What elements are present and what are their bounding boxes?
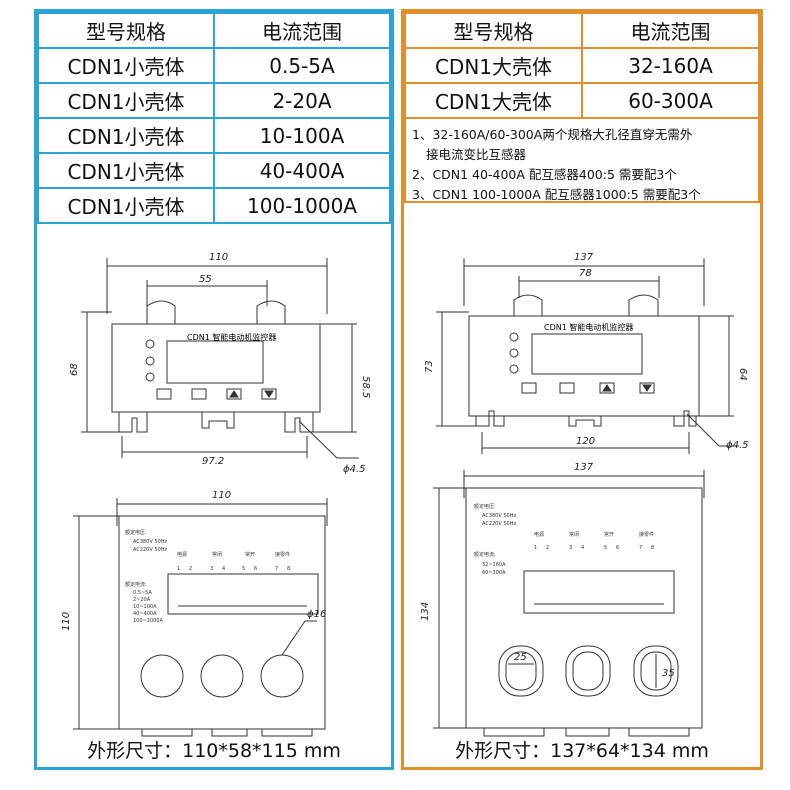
header-range: 电流范围 (581, 12, 760, 49)
row-range: 40-400A (213, 152, 391, 189)
device-title: CDN1 智能电动机监控器 (544, 322, 633, 332)
terminal-group: 常开 (604, 531, 614, 538)
terminal-number: 6 (254, 566, 257, 572)
header-model: 型号规格 (37, 12, 215, 49)
current-label: 额定电流: (125, 581, 147, 588)
terminal-number: 3 (569, 545, 572, 551)
dim-hole: ϕ4.5 (726, 440, 749, 451)
voltage-option: AC380V 50Hz (133, 539, 167, 545)
current-option: 32~160A (482, 562, 506, 568)
terminal-number: 8 (287, 566, 290, 572)
dimensions-footer: 外形尺寸：137*64*134 mm (455, 740, 709, 762)
note-line: 接电流变比互感器 (426, 147, 527, 162)
back-dim-hole-h: 35 (662, 668, 675, 679)
row-range: 2-20A (213, 82, 391, 119)
row-range: 60-300A (581, 82, 760, 119)
terminal-number: 3 (210, 566, 213, 572)
terminal-number: 7 (275, 566, 278, 572)
terminal-group: 电源 (177, 551, 187, 558)
row-model: CDN1小壳体 (37, 187, 215, 224)
row-model: CDN1大壳体 (404, 47, 583, 84)
terminal-number: 5 (242, 566, 245, 572)
terminal-group: 电源 (534, 531, 544, 538)
voltage-option: AC380V 50Hz (482, 513, 516, 519)
note-line: 2、CDN1 40-400A 配互感器400:5 需要配3个 (412, 167, 677, 182)
row-model: CDN1大壳体 (404, 82, 583, 119)
dim-bottom: 97.2 (202, 456, 224, 467)
terminal-number: 4 (581, 545, 584, 551)
back-dim-hole-w: 25 (514, 652, 527, 663)
terminal-group: 接零件 (275, 551, 290, 558)
row-model: CDN1小壳体 (37, 82, 215, 119)
terminal-number: 1 (534, 545, 537, 551)
terminal-group: 常开 (245, 551, 255, 558)
terminal-group: 常闭 (569, 531, 579, 538)
dim-inner-height: 64 (737, 368, 748, 381)
terminal-number: 7 (639, 545, 642, 551)
current-option: 10~100A (133, 604, 157, 610)
back-dim-hole: ϕ16 (307, 609, 326, 620)
header-model: 型号规格 (404, 12, 583, 49)
back-dim-width: 110 (212, 490, 231, 501)
terminal-number: 2 (546, 545, 549, 551)
voltage-label: 额定电压: (125, 529, 147, 536)
current-label: 额定电流: (474, 551, 496, 558)
terminal-group: 常闭 (212, 551, 222, 558)
note-line: 3、CDN1 100-1000A 配互感器1000:5 需要配3个 (412, 187, 701, 202)
terminal-number: 8 (651, 545, 654, 551)
row-range: 10-100A (213, 117, 391, 154)
row-model: CDN1小壳体 (37, 117, 215, 154)
row-range: 0.5-5A (213, 47, 391, 84)
current-option: 0.5~5A (133, 590, 152, 596)
small-housing-drawing: 110 55 68 58.5 97.2 ϕ4.5 CDN1 智能电动机监控器 1… (61, 252, 371, 737)
dim-height: 68 (69, 363, 80, 376)
dim-mount: 78 (579, 268, 592, 279)
terminal-number: 4 (222, 566, 225, 572)
device-title: CDN1 智能电动机监控器 (187, 332, 276, 342)
terminal-number: 2 (189, 566, 192, 572)
notes-box: 1、32-160A/60-300A两个规格大孔径直穿无需外 接电流变比互感器 2… (404, 119, 760, 203)
terminal-number: 6 (616, 545, 619, 551)
voltage-option: AC220V 50Hz (482, 521, 516, 527)
row-range: 100-1000A (213, 187, 391, 224)
back-dim-width: 137 (574, 462, 594, 473)
dim-hole: ϕ4.5 (343, 464, 366, 475)
dim-width: 137 (574, 252, 594, 263)
back-dim-height: 110 (61, 612, 72, 631)
voltage-label: 额定电压: (474, 503, 496, 510)
row-range: 32-160A (581, 47, 760, 84)
dim-inner-height: 58.5 (360, 376, 371, 398)
terminal-group: 接零件 (639, 531, 654, 538)
current-option: 100~1000A (133, 618, 163, 624)
terminal-number: 5 (604, 545, 607, 551)
dim-height: 73 (424, 360, 435, 373)
note-line: 1、32-160A/60-300A两个规格大孔径直穿无需外 (412, 127, 693, 142)
voltage-option: AC220V 50Hz (133, 547, 167, 553)
large-housing-drawing: 137 78 73 64 120 ϕ4.5 CDN1 智能电动机监控器 137 … (420, 252, 749, 737)
row-model: CDN1小壳体 (37, 152, 215, 189)
header-range: 电流范围 (213, 12, 391, 49)
current-option: 2~20A (133, 597, 151, 603)
terminal-number: 1 (177, 566, 180, 572)
back-dim-height: 134 (420, 602, 431, 621)
dim-width: 110 (209, 252, 228, 263)
dim-mount: 55 (199, 274, 212, 285)
row-model: CDN1小壳体 (37, 47, 215, 84)
current-option: 40~400A (133, 611, 157, 617)
dim-bottom: 120 (576, 436, 595, 447)
dimensions-footer: 外形尺寸：110*58*115 mm (87, 740, 341, 762)
current-option: 60~300A (482, 570, 506, 576)
